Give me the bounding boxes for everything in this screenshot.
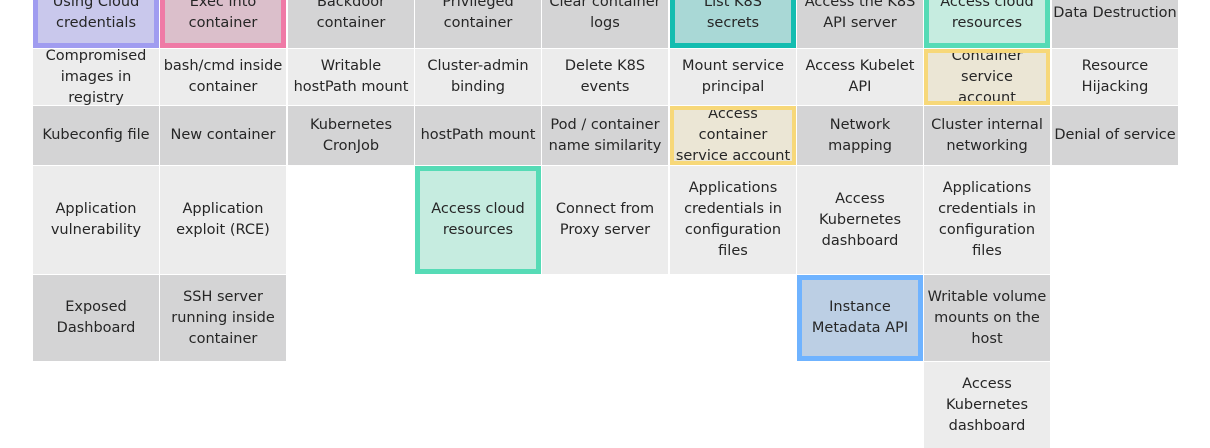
matrix-cell: Cluster internal networking <box>924 106 1050 165</box>
matrix-cell: List K8S secrets <box>670 0 796 48</box>
matrix-cell: Application vulnerability <box>33 166 159 274</box>
matrix-cell: Exposed Dashboard <box>33 275 159 361</box>
matrix-cell: Privileged container <box>415 0 541 48</box>
matrix-cell: Clear container logs <box>542 0 668 48</box>
matrix-cell: Backdoor container <box>288 0 414 48</box>
matrix-cell: Delete K8S events <box>542 49 668 105</box>
matrix-cell: Access Kubernetes dashboard <box>797 166 923 274</box>
matrix-cell: Applications credentials in configuratio… <box>670 166 796 274</box>
matrix-cell: Container service account <box>924 49 1050 105</box>
matrix-cell: Writable hostPath mount <box>288 49 414 105</box>
matrix-cell: Network mapping <box>797 106 923 165</box>
matrix-cell: Pod / container name similarity <box>542 106 668 165</box>
matrix-cell: Mount service principal <box>670 49 796 105</box>
matrix-cell: Access Kubernetes dashboard <box>924 362 1050 448</box>
matrix-cell: New container <box>160 106 286 165</box>
matrix-cell: hostPath mount <box>415 106 541 165</box>
matrix-cell: Access container service account <box>670 106 796 165</box>
matrix-cell: Cluster-admin binding <box>415 49 541 105</box>
matrix-cell: Exec into container <box>160 0 286 48</box>
matrix-cell: Connect from Proxy server <box>542 166 668 274</box>
matrix-cell: Kubernetes CronJob <box>288 106 414 165</box>
matrix-cell: Compromised images in registry <box>33 49 159 105</box>
matrix-cell: Resource Hijacking <box>1052 49 1178 105</box>
matrix-cell: Application exploit (RCE) <box>160 166 286 274</box>
matrix-cell: Applications credentials in configuratio… <box>924 166 1050 274</box>
matrix-cell: Access cloud resources <box>415 166 541 274</box>
matrix-cell: Access Kubelet API <box>797 49 923 105</box>
matrix-cell: Instance Metadata API <box>797 275 923 361</box>
matrix-cell: SSH server running inside container <box>160 275 286 361</box>
matrix-cell: bash/cmd inside container <box>160 49 286 105</box>
matrix-cell: Denial of service <box>1052 106 1178 165</box>
matrix-cell: Kubeconfig file <box>33 106 159 165</box>
matrix-cell: Access cloud resources <box>924 0 1050 48</box>
matrix-cell: Access the K8S API server <box>797 0 923 48</box>
matrix-cell: Using Cloud credentials <box>33 0 159 48</box>
matrix-cell: Data Destruction <box>1052 0 1178 48</box>
matrix-cell: Writable volume mounts on the host <box>924 275 1050 361</box>
